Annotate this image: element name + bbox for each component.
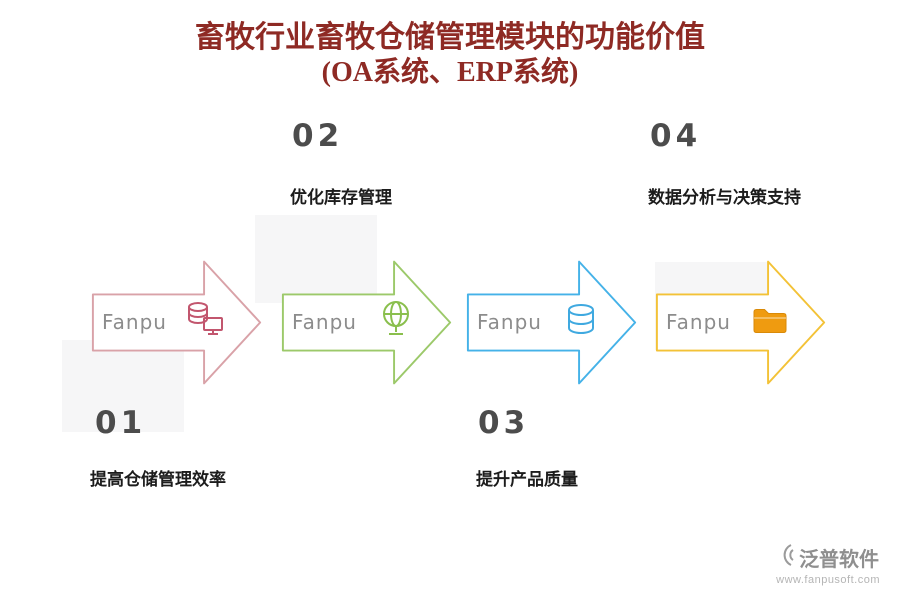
brand-text: Fanpu [666, 310, 731, 334]
footer-logo: 泛普软件 www.fanpusoft.com [776, 543, 880, 586]
folder-icon [748, 298, 792, 342]
globe-icon [374, 298, 418, 342]
page-title: 畜牧行业畜牧仓储管理模块的功能价值 (OA系统、ERP系统) [0, 20, 900, 90]
step-label-01: 提高仓储管理效率 [90, 470, 226, 489]
title-line-2: (OA系统、ERP系统) [321, 57, 579, 88]
step-number-01: 01 [95, 405, 147, 441]
arrow-shape [281, 260, 452, 385]
brand-text: Fanpu [477, 310, 542, 334]
step-number-03: 03 [478, 405, 530, 441]
logo-text: 泛普软件 [799, 549, 880, 571]
step-arrow-02: Fanpu [278, 250, 456, 395]
step-arrow-03: Fanpu [463, 250, 641, 395]
step-label-02: 优化库存管理 [290, 188, 392, 207]
step-arrow-01: Fanpu [88, 250, 266, 395]
website-url: www.fanpusoft.com [776, 574, 880, 586]
title-line-1: 畜牧行业畜牧仓储管理模块的功能价值 [195, 21, 705, 54]
step-number-02: 02 [292, 118, 344, 154]
arrow-shape [655, 260, 826, 385]
arrow-shape [466, 260, 637, 385]
background-block [255, 215, 377, 303]
brand-text: Fanpu [102, 310, 167, 334]
database-icon [559, 298, 603, 342]
step-number-04: 04 [650, 118, 702, 154]
step-label-04: 数据分析与决策支持 [648, 188, 801, 207]
step-arrow-04: Fanpu [652, 250, 830, 395]
background-block [62, 340, 184, 432]
step-label-03: 提升产品质量 [476, 470, 578, 489]
brand-text: Fanpu [292, 310, 357, 334]
fanpu-logo-icon [777, 543, 795, 572]
database-monitor-icon [184, 298, 228, 342]
arrow-shape [91, 260, 262, 385]
